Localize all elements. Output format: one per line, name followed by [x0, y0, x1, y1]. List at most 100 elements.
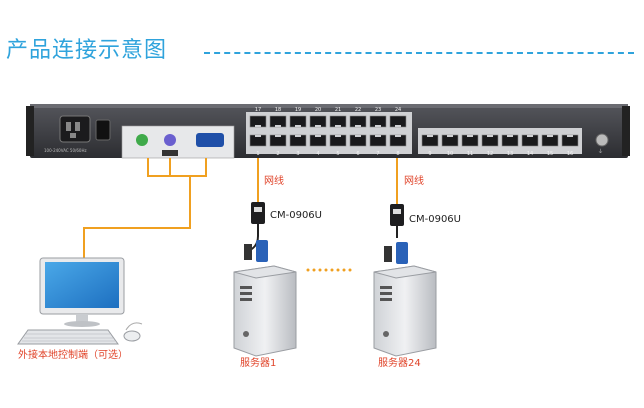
- port-tab: [315, 135, 321, 137]
- power-switch-icon: [95, 119, 111, 141]
- port-tab: [507, 135, 513, 137]
- drive-bay: [240, 292, 252, 295]
- port-tab: [295, 125, 301, 127]
- port-number-label: 15: [547, 151, 553, 157]
- port-number-label: 2: [276, 151, 279, 157]
- cable-label-a: 网线: [264, 174, 284, 187]
- adapter-b-label: CM-0906U: [409, 214, 461, 225]
- vga-plug-icon: [396, 242, 408, 264]
- device-top-edge: [30, 104, 628, 108]
- drive-bay: [380, 286, 392, 289]
- port-number-label: 7: [376, 151, 379, 157]
- adapter-body: [390, 204, 404, 226]
- port-tab: [255, 135, 261, 137]
- port-tab: [467, 135, 473, 137]
- server-1-label: 服务器1: [240, 356, 276, 369]
- keyboard-keys: [22, 333, 115, 342]
- port-tab: [395, 125, 401, 127]
- port-number-label: 1: [256, 151, 259, 157]
- drive-bay: [380, 298, 392, 301]
- cables: [83, 158, 398, 258]
- port-tab: [395, 135, 401, 137]
- power-pin: [70, 133, 76, 138]
- port-number-label: 14: [527, 151, 533, 157]
- port-number-label: 24: [395, 107, 401, 113]
- adapter-b: [384, 204, 408, 264]
- port-tab: [355, 135, 361, 137]
- drive-bay: [240, 298, 252, 301]
- usb-port-icon: [162, 150, 178, 156]
- port-number-label: 5: [336, 151, 339, 157]
- vga-plug-icon: [256, 240, 268, 262]
- usb-plug-icon: [244, 244, 252, 260]
- power-button-icon: [383, 331, 389, 337]
- server-tower-icon: [373, 265, 437, 357]
- port-number-label: 20: [315, 107, 321, 113]
- port-tab: [295, 135, 301, 137]
- drive-bay: [380, 292, 392, 295]
- port-tab: [335, 135, 341, 137]
- monitor-stand: [64, 321, 100, 327]
- power-button-icon: [243, 331, 249, 337]
- port-number-label: 13: [507, 151, 513, 157]
- ellipsis-dots: [306, 268, 352, 272]
- power-rating-text: 100-240VAC 50/60Hz: [44, 148, 87, 153]
- port-tab: [427, 135, 433, 137]
- adapter-port: [393, 209, 401, 214]
- title-divider: [204, 52, 634, 54]
- adapter-a: [244, 202, 268, 262]
- usb-plug-icon: [384, 246, 392, 262]
- power-pin: [75, 122, 80, 131]
- port-tab: [375, 125, 381, 127]
- ps2-mouse-port-icon: [164, 134, 176, 146]
- port-tab: [547, 135, 553, 137]
- ground-mark: ⏚: [598, 148, 603, 155]
- server-1: [233, 265, 297, 357]
- port-number-label: 19: [295, 107, 301, 113]
- port-tab: [335, 125, 341, 127]
- local-console: [17, 257, 143, 345]
- ground-screw-icon: [595, 133, 609, 147]
- rack-ear-right: [622, 106, 630, 156]
- port-tab: [355, 125, 361, 127]
- port-tab: [315, 125, 321, 127]
- port-number-label: 4: [316, 151, 319, 157]
- port-number-label: 12: [487, 151, 493, 157]
- drive-bay: [240, 286, 252, 289]
- port-number-label: 17: [255, 107, 261, 113]
- console-cable: [83, 176, 191, 258]
- port-tab: [275, 125, 281, 127]
- port-tab: [255, 125, 261, 127]
- mouse-cable: [125, 322, 143, 331]
- port-tab: [527, 135, 533, 137]
- ps2-keyboard-port-icon: [136, 134, 148, 146]
- port-number-label: 23: [375, 107, 381, 113]
- monitor-screen: [45, 262, 119, 308]
- port-number-label: 18: [275, 107, 281, 113]
- port-number-label: 21: [335, 107, 341, 113]
- adapter-port: [254, 207, 262, 212]
- power-pin: [66, 122, 71, 131]
- vga-port-icon: [196, 133, 224, 147]
- console-label: 外接本地控制端（可选）: [18, 348, 128, 361]
- console-cable-merge: [147, 158, 207, 177]
- server-24-label: 服务器24: [378, 356, 421, 369]
- port-number-label: 3: [296, 151, 299, 157]
- port-number-label: 8: [396, 151, 399, 157]
- port-tab: [567, 135, 573, 137]
- page-title: 产品连接示意图: [6, 38, 168, 63]
- keyboard-icon: [17, 329, 119, 345]
- server-24: [373, 265, 437, 357]
- port-number-label: 22: [355, 107, 361, 113]
- server-top: [373, 265, 437, 279]
- port-number-label: 6: [356, 151, 359, 157]
- port-number-label: 16: [567, 151, 573, 157]
- cable-label-b: 网线: [404, 174, 424, 187]
- port-tab: [447, 135, 453, 137]
- port-number-label: 11: [467, 151, 473, 157]
- adapter-a-label: CM-0906U: [270, 210, 322, 221]
- server-tower-icon: [233, 265, 297, 357]
